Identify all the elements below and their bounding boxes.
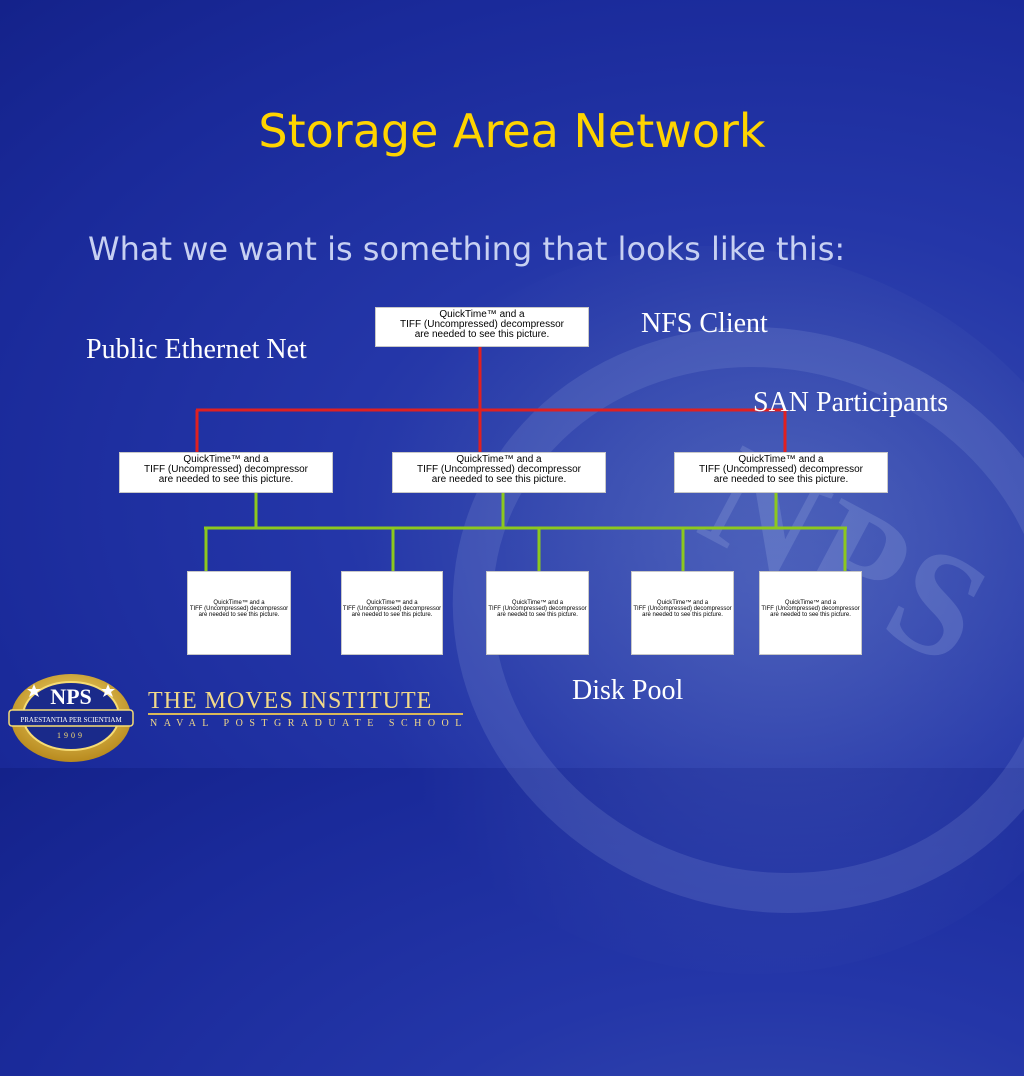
ethernet-wires: [195, 346, 787, 452]
network-wires: [195, 346, 847, 572]
san-participants-label: SAN Participants: [753, 387, 949, 418]
slide-subtitle: What we want is something that looks lik…: [88, 230, 846, 268]
slide-title: Storage Area Network: [258, 104, 766, 158]
disk-pool-label: Disk Pool: [572, 675, 684, 706]
nfs-client-label: NFS Client: [641, 308, 768, 339]
public-ethernet-label: Public Ethernet Net: [86, 334, 307, 365]
school-name: NAVAL POSTGRADUATE SCHOOL: [150, 718, 468, 729]
svg-text:PRAESTANTIA PER SCIENTIAM: PRAESTANTIA PER SCIENTIAM: [20, 716, 122, 724]
nps-logo-icon: NPS PRAESTANTIA PER SCIENTIAM 1909: [8, 674, 134, 762]
institute-divider: [148, 713, 463, 715]
svg-text:NPS: NPS: [50, 684, 92, 709]
svg-text:1909: 1909: [57, 731, 85, 740]
institute-name: THE MOVES INSTITUTE: [148, 688, 433, 714]
san-wires: [204, 492, 847, 572]
